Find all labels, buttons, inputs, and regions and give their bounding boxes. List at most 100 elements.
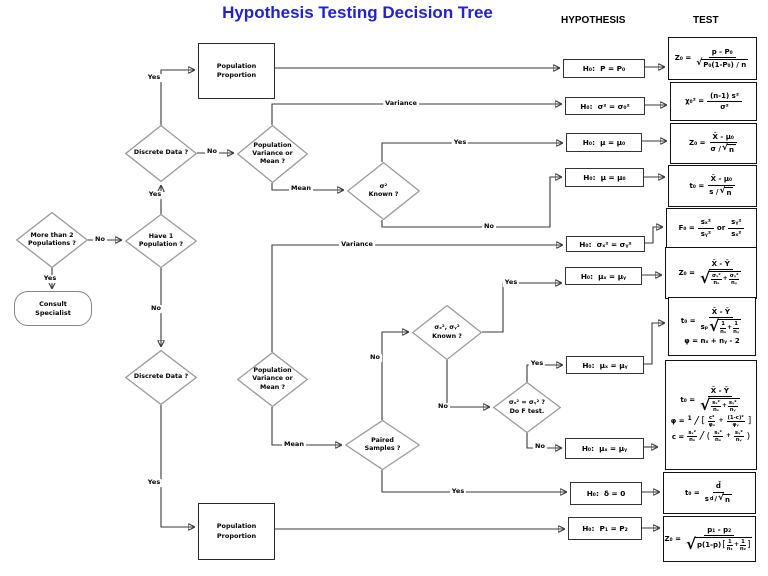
formula-fragment: d: [709, 496, 714, 503]
formula-line: Z₀ = p - P₀ √P₀(1-P₀) / n: [675, 48, 750, 69]
decision-label: More than 2 Populations ?: [28, 231, 76, 247]
formula-fragment: sₓ²: [713, 430, 723, 438]
formula-fragment: /: [694, 414, 699, 428]
edge-label-mean: Mean: [282, 440, 306, 449]
formula-fragment: 1: [740, 538, 746, 547]
formula-fragment: sᵧ²: [733, 430, 744, 438]
decision-label: σₓ² = σᵧ² ? Do F test.: [508, 399, 546, 415]
decision-label: σ² Known ?: [368, 182, 399, 198]
formula-fragment: n: [726, 144, 736, 154]
edge-label-no: No: [205, 147, 219, 156]
formula-fragment: sₓ²: [711, 399, 721, 407]
edge-label-no: No: [436, 402, 450, 411]
formula-fragment: n: [723, 493, 733, 504]
formula-fragment: nₓ: [689, 437, 696, 444]
edge-label-mean: Mean: [289, 184, 313, 193]
formula-fragment: 1: [720, 321, 726, 329]
hypothesis-mean-sigma-known: H₀: μ = μ₀: [566, 133, 642, 152]
formula-fragment: +: [722, 275, 728, 283]
radical-sign: √: [719, 185, 726, 196]
formula-fragment: nₓ: [715, 437, 721, 444]
formula-line: Z₀ = X̄ - μ₀ σ /√n: [689, 133, 738, 154]
decision-f-test: σₓ² = σᵧ² ? Do F test.: [493, 382, 561, 433]
radical-sign: √: [700, 395, 711, 414]
formula-fragment: s: [704, 494, 709, 503]
edge-label-no: No: [482, 222, 496, 231]
hypothesis-one-proportion: H₀: P = P₀: [563, 59, 645, 78]
decision-sigmas-known: σₓ², σᵧ² Known ?: [412, 305, 482, 360]
edge-label-no: No: [149, 304, 163, 313]
formula-fragment: p(1-p): [697, 541, 722, 550]
formula-fragment: nₓ: [720, 328, 727, 335]
radical-sign: √: [718, 492, 725, 503]
formula-fragment: nₓ: [713, 280, 720, 287]
decision-label: Population Variance or Mean ?: [252, 141, 293, 166]
radical-sign: √: [721, 143, 728, 153]
formula-fragment: 1: [687, 415, 692, 423]
formula-fragment: ): [746, 431, 751, 442]
decision-label: Discrete Data ?: [133, 149, 189, 157]
formula-fragment: +: [718, 417, 724, 425]
formula-fragment: c =: [671, 432, 685, 441]
edge-label-yes: Yes: [449, 487, 467, 496]
formula-fragment: [: [701, 416, 705, 427]
formula-fragment: +: [733, 541, 739, 549]
process-population-proportion-bottom: Population Proportion: [198, 503, 275, 560]
formula-fragment: φₓ: [708, 422, 715, 429]
hypothesis-two-means-z: H₀: μₓ = μᵧ: [565, 267, 642, 285]
formula-fragment: d̄: [712, 482, 724, 493]
radical-sign: √: [709, 317, 720, 336]
decision-have-1-population: Have 1 Population ?: [125, 214, 197, 268]
formula-fragment: φ =: [670, 417, 685, 426]
decision-label: Discrete Data ?: [133, 373, 189, 381]
formula-fragment: /: [714, 494, 718, 503]
formula-fragment: Z₀ =: [664, 534, 681, 543]
formula-fragment: +: [725, 432, 731, 440]
formula-fragment: sᵧ²: [728, 218, 745, 229]
formula-fragment: χ₀² =: [685, 97, 705, 106]
formula-fragment: sₓ²: [731, 229, 742, 238]
formula-fragment: ]: [746, 540, 751, 551]
formula-fragment: nᵧ: [735, 437, 742, 444]
formula-fragment: t₀ =: [680, 317, 696, 326]
formula-fragment: X̄ - μ₀: [707, 175, 736, 186]
formula-fragment: (n-1) s²: [707, 92, 742, 102]
formula-fragment: nᵧ: [731, 280, 738, 287]
formula-line: F₀ = sₓ² sᵧ² or sᵧ² sₓ²: [678, 218, 745, 238]
terminal-consult-specialist: Consult Specialist: [14, 291, 92, 326]
decision-sigma2-known: σ² Known ?: [347, 162, 420, 220]
formula-fragment: t₀ =: [689, 181, 705, 190]
edge-label-yes: Yes: [145, 478, 163, 487]
test-z-one-mean: Z₀ = X̄ - μ₀ σ /√n: [670, 123, 757, 164]
hypothesis-two-means-welch-t: H₀: μₓ = μᵧ: [565, 438, 644, 459]
test-chi-square-variance: χ₀² = (n-1) s² σ²: [670, 82, 757, 121]
formula-line: χ₀² = (n-1) s² σ²: [685, 92, 742, 111]
formula-fragment: φ = nₓ + nᵧ - 2: [684, 336, 740, 345]
formula-fragment: nᵧ: [729, 406, 736, 413]
formula-fragment: [: [722, 540, 726, 551]
formula-fragment: /: [699, 429, 704, 443]
edge-label-yes: Yes: [528, 359, 546, 368]
column-header-hypothesis: HYPOTHESIS: [561, 15, 626, 26]
formula-fragment: 1: [726, 538, 733, 547]
decision-more-than-2-populations: More than 2 Populations ?: [16, 212, 88, 268]
radical-sign: √: [696, 58, 703, 68]
formula-fragment: t₀ =: [684, 488, 700, 497]
formula-fragment: +: [721, 401, 727, 409]
formula-fragment: (1-c)²: [726, 414, 745, 423]
decision-label: Paired Samples ?: [364, 436, 401, 452]
decision-label: Population Variance or Mean ?: [252, 367, 293, 391]
formula-fragment: F₀ =: [678, 223, 695, 232]
formula-fragment: n: [724, 186, 734, 197]
formula-fragment: sₓ²: [697, 218, 714, 229]
hypothesis-two-means-pooled-t: H₀: μₓ = μᵧ: [566, 356, 644, 374]
edge-label-yes: Yes: [451, 138, 469, 147]
